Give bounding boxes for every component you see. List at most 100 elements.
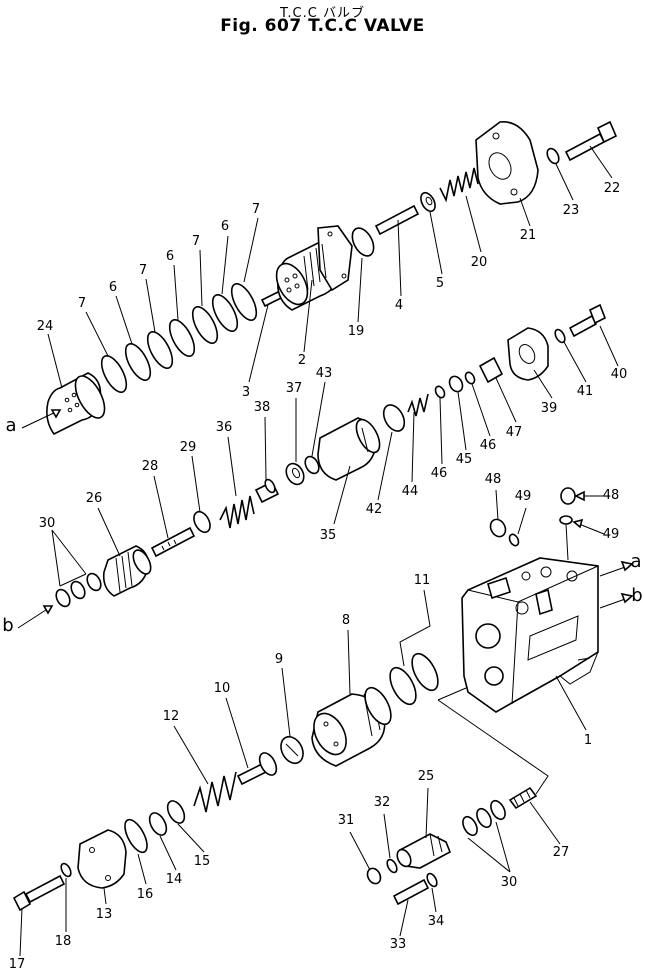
part-39-flange	[507, 327, 549, 381]
part-19-o-ring	[351, 227, 375, 257]
callout-c14: 14	[166, 872, 183, 887]
callout-c4: 4	[395, 298, 403, 313]
callout-c27: 27	[553, 845, 570, 860]
callout-c25: 25	[418, 769, 435, 784]
callout-c43: 43	[316, 366, 333, 381]
callout-c9: 9	[275, 652, 283, 667]
callout-c10: 10	[214, 681, 231, 696]
callout-c26: 26	[86, 491, 103, 506]
callout-c7b: 7	[139, 263, 147, 278]
part-47-bushing	[478, 356, 504, 384]
callout-numbers: 1234566677778910111213141516171819202122…	[9, 181, 628, 972]
part-41-washer	[554, 328, 566, 344]
callout-c1: 1	[584, 733, 592, 748]
part-1-valve-body	[461, 557, 599, 713]
callout-c7a: 7	[78, 296, 86, 311]
callout-c33: 33	[390, 937, 407, 952]
port-label-pa_right: a	[630, 551, 641, 572]
callout-c31: 31	[338, 813, 355, 828]
part-20-spring	[439, 167, 479, 203]
callout-c49b: 49	[603, 527, 620, 542]
part-8-housing	[311, 686, 392, 767]
part-10-spool	[236, 752, 278, 786]
part-6-7-o-rings	[100, 283, 258, 393]
callout-c49a: 49	[515, 489, 532, 504]
callout-c7c: 7	[192, 234, 200, 249]
part-42-o-ring	[382, 404, 406, 432]
part-46-ring-a	[434, 385, 446, 399]
callout-c46a: 46	[431, 466, 448, 481]
part-40-bolt	[568, 303, 607, 338]
part-36-spring	[219, 495, 255, 529]
callout-c46b: 46	[480, 438, 497, 453]
part-49-o-ring-left	[508, 533, 520, 547]
part-49-o-ring-right	[559, 515, 573, 525]
callout-c3: 3	[242, 385, 250, 400]
callout-c28: 28	[142, 459, 159, 474]
upper-spool-assembly	[46, 120, 618, 436]
callout-c36: 36	[216, 420, 233, 435]
part-43-ring	[304, 455, 320, 475]
part-26-plug	[102, 545, 152, 597]
part-31-plug	[366, 867, 382, 885]
callout-c15: 15	[194, 854, 211, 869]
callout-c30a: 30	[39, 516, 56, 531]
part-27-check-fitting	[508, 786, 538, 810]
callout-c6a: 6	[109, 280, 117, 295]
title-japanese: T.C.C バルブ	[280, 6, 365, 21]
part-46-ring-b	[464, 371, 476, 385]
part-18-washer	[60, 862, 72, 878]
callout-c38: 38	[254, 400, 271, 415]
callout-c37: 37	[286, 381, 303, 396]
part-22-bolt	[564, 120, 618, 162]
part-13-cover	[77, 829, 127, 889]
callout-c17: 17	[9, 957, 26, 972]
callout-c45: 45	[456, 452, 473, 467]
callout-c47: 47	[506, 425, 523, 440]
part-28-rod	[150, 526, 196, 558]
part-23-washer	[546, 147, 560, 165]
callout-c2: 2	[298, 353, 306, 368]
lower-right-fitting-group	[366, 786, 538, 906]
part-14-ring	[148, 812, 168, 836]
callout-c11: 11	[414, 573, 431, 588]
part-30-o-rings-left	[55, 572, 102, 608]
callout-c5: 5	[436, 276, 444, 291]
part-29-washer	[193, 510, 211, 534]
callout-c35: 35	[320, 528, 337, 543]
callout-c6c: 6	[221, 219, 229, 234]
part-30-o-rings-right	[462, 799, 506, 837]
callout-c32: 32	[374, 795, 391, 810]
callout-c48b: 48	[603, 488, 620, 503]
part-4-rod	[374, 204, 420, 236]
callout-c29: 29	[180, 440, 197, 455]
part-24-end-cap	[46, 372, 106, 436]
callout-c48a: 48	[485, 472, 502, 487]
callout-c20: 20	[471, 255, 488, 270]
leader-lines	[17, 145, 634, 957]
callout-c42: 42	[366, 502, 383, 517]
callout-c40: 40	[611, 367, 628, 382]
part-37-cap	[285, 462, 305, 486]
callout-c22: 22	[604, 181, 621, 196]
part-44-spring	[407, 393, 429, 417]
callout-c13: 13	[96, 907, 113, 922]
part-2-sleeve	[275, 225, 353, 311]
part-35-sleeve	[317, 417, 381, 481]
callout-c19: 19	[348, 324, 365, 339]
part-21-flange-cover	[475, 121, 539, 205]
middle-spool-assembly	[55, 303, 607, 608]
callout-c24: 24	[37, 319, 54, 334]
callout-c34: 34	[428, 914, 445, 929]
callout-c7d: 7	[252, 202, 260, 217]
part-17-bolt	[12, 874, 66, 912]
part-48-plug-right	[560, 487, 576, 505]
part-5-washer	[420, 191, 436, 213]
callout-c8: 8	[342, 613, 350, 628]
part-9-collar	[280, 735, 304, 765]
part-33-bolt	[392, 878, 430, 906]
callout-c23: 23	[563, 203, 580, 218]
part-11-o-rings	[389, 652, 439, 706]
